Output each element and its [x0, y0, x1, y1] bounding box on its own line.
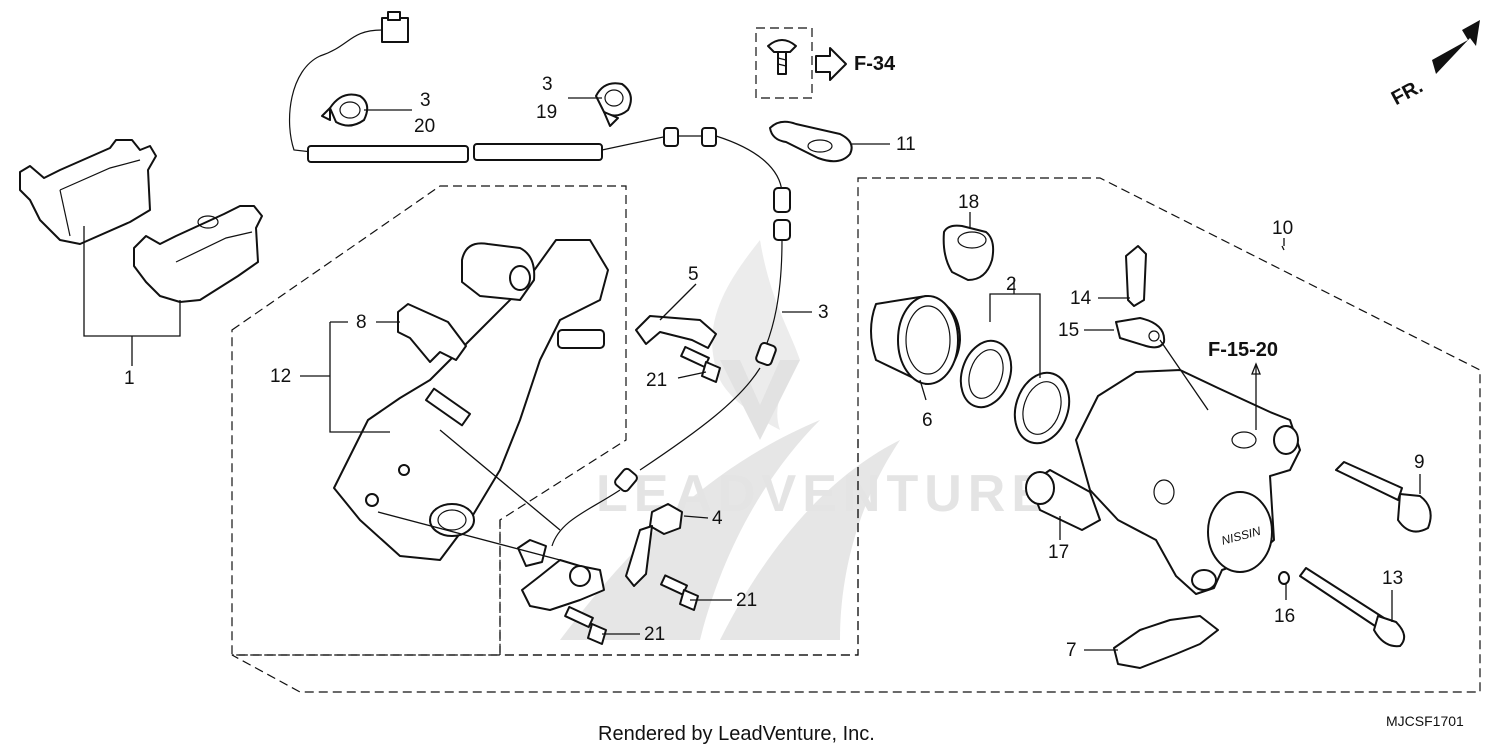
- brake-pad-front: [19, 139, 157, 245]
- caliper-assembly-outline: [231, 177, 1481, 693]
- front-direction-indicator: FR.: [1388, 20, 1480, 110]
- callout-15[interactable]: 15: [1058, 320, 1079, 341]
- callout-10[interactable]: 10: [1272, 218, 1293, 239]
- f15-20-reference-label[interactable]: F-15-20: [1208, 339, 1278, 361]
- callout-13[interactable]: 13: [1382, 568, 1403, 589]
- bleeder-valve-14: [1125, 245, 1147, 307]
- callout-11[interactable]: 11: [896, 134, 916, 155]
- callout-5[interactable]: 5: [688, 264, 699, 285]
- wire-sleeve-right: [473, 143, 603, 161]
- callout-16[interactable]: 16: [1274, 606, 1295, 627]
- callout-7[interactable]: 7: [1066, 640, 1077, 661]
- screw-icon: [767, 39, 797, 75]
- washer-16: [1278, 571, 1290, 585]
- leader-lines: [83, 97, 1421, 651]
- bolt-21-upper: [680, 345, 721, 383]
- f15-20-pointer-icon: [1251, 362, 1261, 375]
- watermark-dot-field: [560, 420, 900, 640]
- harness-connector-icon: [381, 17, 409, 43]
- outline-arrow-icon: [815, 47, 847, 81]
- sensor-bracket: [517, 539, 605, 611]
- callout-17[interactable]: 17: [1048, 542, 1069, 563]
- callout-3-clip-upper[interactable]: 3: [542, 74, 553, 95]
- callout-1[interactable]: 1: [124, 368, 135, 389]
- caliper-bracket-12: [333, 239, 609, 561]
- callouts: 1 2 3 3 3 4 5 6 7 8 9 10 11 12 13 14 15 …: [124, 74, 1425, 661]
- banjo-fitting-15: [1115, 317, 1166, 349]
- callout-8[interactable]: 8: [356, 312, 367, 333]
- pad-pin-9: [1335, 461, 1432, 533]
- front-label: FR.: [1388, 75, 1427, 110]
- harness-wire: [288, 11, 791, 547]
- dust-boot-18: [942, 224, 995, 281]
- caliper-body-10: NISSIN: [1075, 369, 1301, 595]
- callout-21-upper[interactable]: 21: [646, 370, 667, 391]
- brake-pad-rear: [133, 205, 263, 303]
- watermark-logo: [712, 240, 800, 440]
- pad-pin-13: [1299, 567, 1406, 648]
- screw-inset-box: [755, 27, 813, 99]
- bolt-21-middle: [660, 574, 699, 611]
- bracket-assembly-outline: [231, 185, 627, 656]
- callout-19[interactable]: 19: [536, 102, 557, 123]
- wire-sleeve-left: [307, 145, 469, 163]
- wire-stay-5: [635, 315, 717, 349]
- callout-6[interactable]: 6: [922, 410, 933, 431]
- wire-clamp-11: [769, 120, 853, 163]
- callout-21-lower[interactable]: 21: [644, 624, 665, 645]
- diagram-code: MJCSF1701: [1386, 713, 1464, 729]
- callout-4[interactable]: 4: [712, 508, 723, 529]
- pad-spring-8: [397, 303, 467, 363]
- callout-12[interactable]: 12: [270, 366, 291, 387]
- f34-reference-label[interactable]: F-34: [854, 53, 896, 75]
- callout-21-middle[interactable]: 21: [736, 590, 757, 611]
- hose-clip-19: [595, 82, 632, 127]
- callout-9[interactable]: 9: [1414, 452, 1425, 473]
- slide-pin-17: [1025, 469, 1101, 531]
- callout-14[interactable]: 14: [1070, 288, 1092, 309]
- f34-reference[interactable]: F-34: [755, 27, 896, 99]
- wheel-speed-sensor-4: [625, 503, 683, 587]
- callout-3-wire[interactable]: 3: [818, 302, 829, 323]
- callout-3-clip[interactable]: 3: [420, 90, 431, 111]
- hose-clip-20: [321, 93, 369, 127]
- callout-18[interactable]: 18: [958, 192, 979, 213]
- callout-2[interactable]: 2: [1006, 274, 1017, 295]
- callout-20[interactable]: 20: [414, 116, 435, 137]
- front-arrow-icon: [1432, 20, 1480, 74]
- bolt-21-lower: [564, 605, 607, 645]
- piston-6: [870, 295, 961, 385]
- pad-spring-7: [1113, 615, 1219, 669]
- watermark: LEADVENTURE: [560, 240, 1046, 640]
- piston-seals-2: [959, 339, 1071, 445]
- footer-credit: Rendered by LeadVenture, Inc.: [598, 723, 875, 745]
